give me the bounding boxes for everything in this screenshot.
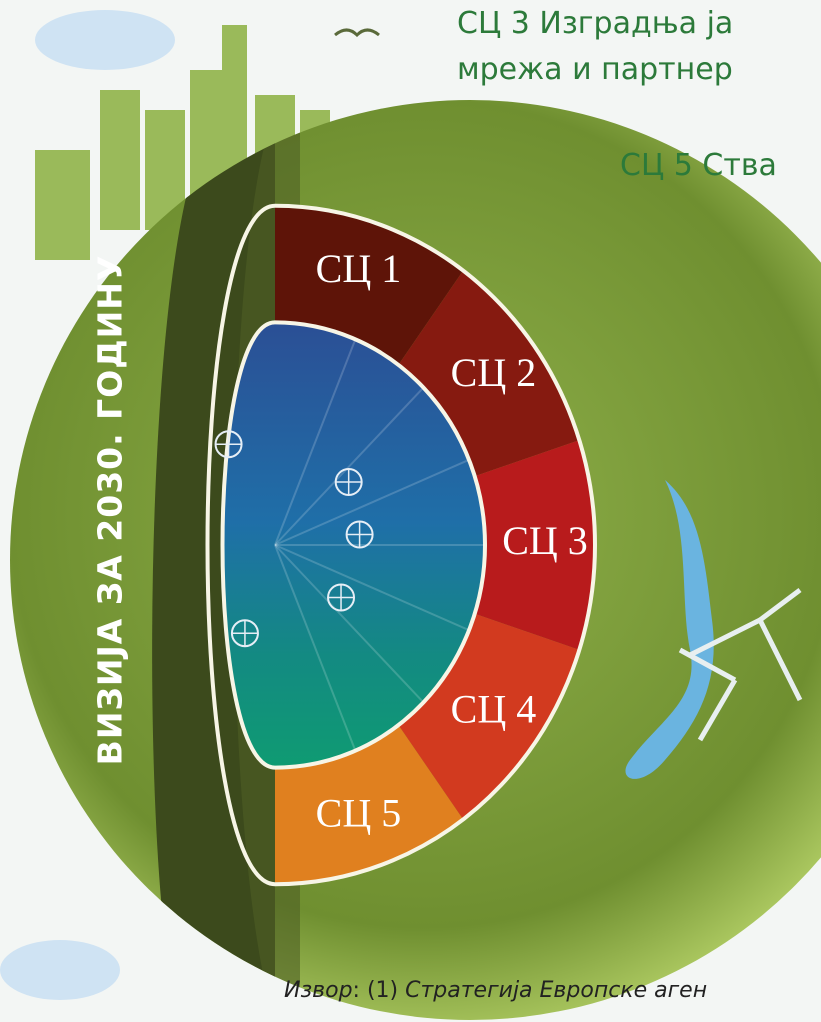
goal-segment-3 — [474, 440, 595, 650]
header-line-3: СЦ 5 Ства — [620, 148, 777, 183]
core-ray — [274, 544, 470, 632]
vision-title: ВИЗИЈА ЗА 2030. ГОДИНУ — [91, 255, 130, 766]
goal-label-2: СЦ 2 — [451, 350, 537, 395]
goal-segment-4 — [398, 613, 580, 820]
goal-label-1: СЦ 1 — [316, 246, 402, 291]
core-ray — [274, 338, 357, 546]
birds — [334, 28, 380, 38]
goal-label-5: СЦ 5 — [316, 790, 402, 835]
core-ray — [274, 544, 357, 752]
wind-turbines — [678, 588, 803, 742]
globe-icon — [214, 430, 243, 459]
hand-leaf-icon — [345, 520, 374, 549]
earth-icon — [230, 619, 259, 648]
source-title: Стратегија Европске аген — [405, 978, 708, 1003]
goal-label-3: СЦ 3 — [502, 518, 588, 563]
recycle-icon — [327, 583, 356, 612]
goal-label-4: СЦ 4 — [451, 686, 537, 731]
core-ray — [274, 544, 425, 704]
globe-grid-icon — [334, 468, 363, 496]
goals-outer-border — [205, 203, 597, 887]
source-caption: Извор: (1) Стратегија Европске аген — [284, 978, 707, 1003]
core-ray — [274, 386, 425, 546]
river — [625, 480, 714, 779]
source-prefix: Извор — [284, 978, 353, 1003]
source-separator: : (1) — [352, 978, 406, 1003]
header-line-1: СЦ 3 Изградња ја — [457, 6, 734, 41]
core-ray — [274, 458, 470, 546]
core — [214, 320, 487, 770]
goal-segment-1 — [275, 205, 464, 365]
goal-segment-2 — [398, 270, 580, 477]
strategic-goals-ring — [275, 205, 595, 885]
header-line-2: мрежа и партнер — [457, 52, 733, 87]
goal-segment-5 — [275, 725, 464, 885]
